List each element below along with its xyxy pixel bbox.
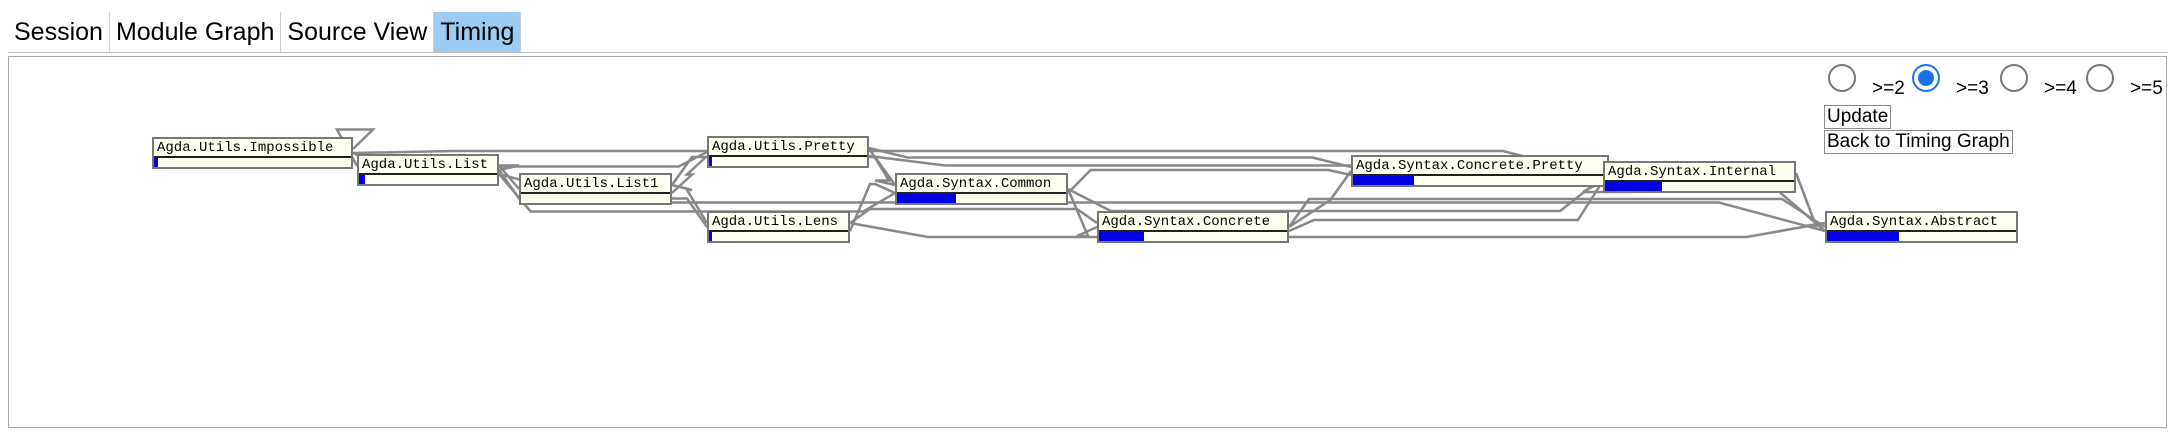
dependency-edge <box>868 146 1352 169</box>
module-node-internal[interactable]: Agda.Syntax.Internal <box>1603 161 1796 193</box>
tab-divider <box>8 52 2168 53</box>
timing-bar-fill <box>709 157 713 166</box>
timing-bar <box>521 192 670 203</box>
timing-bar-fill <box>897 194 957 203</box>
timing-bar <box>1605 180 1794 191</box>
dependency-edge <box>849 221 1826 239</box>
module-name: Agda.Syntax.Concrete.Pretty <box>1356 158 1583 174</box>
graph-controls: >=2 >=3 >=4 >=5 Update Back to Timing Gr… <box>1824 62 2170 162</box>
timing-bar-fill <box>1827 232 1899 241</box>
dependency-edge <box>1288 180 1605 233</box>
timing-bar-fill <box>709 232 712 241</box>
module-node-concrete[interactable]: Agda.Syntax.Concrete <box>1097 211 1289 243</box>
module-name: Agda.Utils.Pretty <box>712 139 855 155</box>
module-node-list1[interactable]: Agda.Utils.List1 <box>519 173 672 205</box>
filter-label-3: >=3 <box>1956 78 1989 99</box>
dependency-edge <box>849 207 1098 225</box>
module-name: Agda.Utils.Impossible <box>157 140 334 156</box>
module-name: Agda.Utils.List <box>362 157 489 173</box>
timing-bar <box>1353 174 1607 185</box>
filter-label-2: >=2 <box>1872 78 1905 99</box>
timing-bar <box>1827 230 2016 241</box>
update-button[interactable]: Update <box>1824 105 1892 129</box>
dependency-edge <box>671 183 709 224</box>
module-name: Agda.Syntax.Internal <box>1608 164 1777 180</box>
filter-radio-3[interactable] <box>1912 64 1940 92</box>
module-node-pretty[interactable]: Agda.Utils.Pretty <box>707 136 869 168</box>
timing-bar <box>709 230 848 241</box>
module-name: Agda.Syntax.Abstract <box>1830 214 1999 230</box>
dependency-edge <box>1067 176 1604 213</box>
filter-radio-4[interactable] <box>2000 64 2028 92</box>
filter-radio-5[interactable] <box>2086 64 2114 92</box>
timing-bar-fill <box>1099 232 1145 241</box>
timing-bar-fill <box>1353 176 1414 185</box>
timing-bar-fill <box>154 158 158 167</box>
module-node-cpretty[interactable]: Agda.Syntax.Concrete.Pretty <box>1351 155 1609 187</box>
filter-label-5: >=5 <box>2130 78 2163 99</box>
module-name: Agda.Utils.List1 <box>524 176 659 192</box>
module-node-abstract[interactable]: Agda.Syntax.Abstract <box>1825 211 2018 243</box>
tab-timing[interactable]: Timing <box>434 12 522 52</box>
tab-source-view[interactable]: Source View <box>281 12 435 52</box>
dependency-edge <box>1287 170 1353 228</box>
module-node-lens[interactable]: Agda.Utils.Lens <box>707 211 850 243</box>
tab-bar: Session Module Graph Source View Timing <box>8 12 522 52</box>
module-name: Agda.Syntax.Concrete <box>1102 214 1271 230</box>
timing-bar <box>709 155 867 166</box>
module-node-common[interactable]: Agda.Syntax.Common <box>895 173 1068 205</box>
timing-bar-fill <box>359 175 365 184</box>
module-name: Agda.Syntax.Common <box>900 176 1052 192</box>
dependency-edge <box>1067 168 1352 194</box>
filter-radio-2[interactable] <box>1828 64 1856 92</box>
filter-label-4: >=4 <box>2044 78 2077 99</box>
dependency-edge <box>848 182 896 232</box>
back-to-timing-graph-button[interactable]: Back to Timing Graph <box>1824 130 2013 154</box>
tab-session[interactable]: Session <box>8 12 110 52</box>
module-node-impossible[interactable]: Agda.Utils.Impossible <box>152 137 353 169</box>
tab-module-graph[interactable]: Module Graph <box>110 12 282 52</box>
dependency-edge <box>671 155 708 194</box>
timing-bar <box>897 192 1066 203</box>
timing-bar <box>359 173 497 184</box>
module-node-list[interactable]: Agda.Utils.List <box>357 154 499 186</box>
module-name: Agda.Utils.Lens <box>712 214 839 230</box>
timing-bar <box>154 156 351 167</box>
timing-bar <box>1099 230 1287 241</box>
dependency-edge <box>868 154 1826 232</box>
timing-bar-fill <box>1605 182 1662 191</box>
